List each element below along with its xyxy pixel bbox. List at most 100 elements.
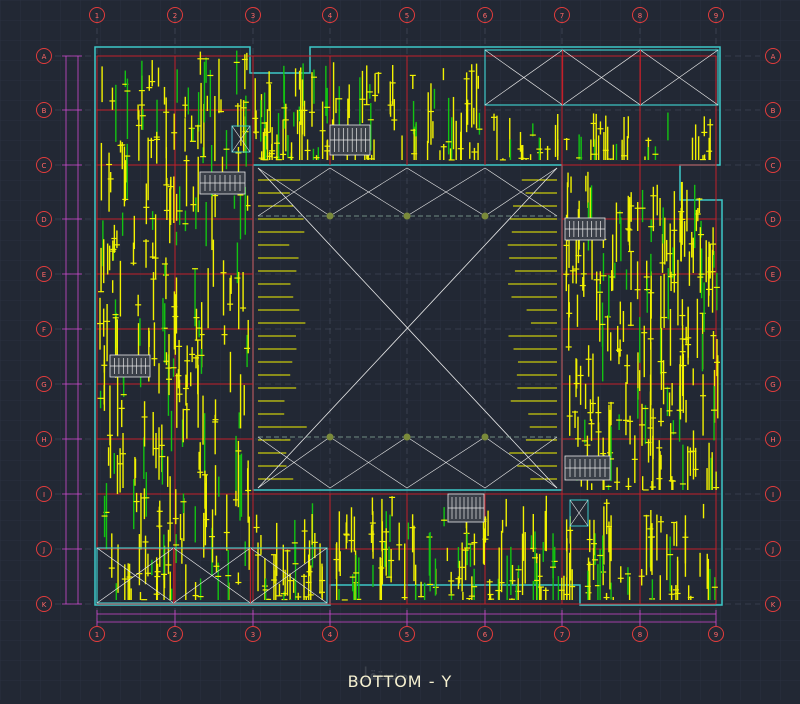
column-node [326, 433, 334, 441]
stair-blocks [109, 124, 611, 527]
col-marker-top-label: 2 [173, 12, 177, 20]
row-marker-left-circle [36, 596, 52, 612]
row-marker-left-circle [36, 431, 52, 447]
col-marker-bottom-circle [167, 626, 183, 642]
row-marker-left-circle [36, 102, 52, 118]
courtyard-brace [257, 436, 331, 489]
col-marker-bottom-circle [554, 626, 570, 642]
row-marker-left-circle [36, 376, 52, 392]
row-marker-left-label: B [42, 107, 47, 115]
col-marker-top-circle [708, 7, 724, 23]
col-marker-top-label: 4 [328, 12, 333, 20]
col-marker-bottom-label: 1 [95, 631, 99, 639]
row-marker-right-label: F [771, 326, 775, 334]
col-marker-bottom-label: 8 [638, 631, 642, 639]
row-marker-right-label: A [771, 53, 776, 61]
void-panel-bottom-left-x [96, 547, 174, 604]
column-node [481, 433, 489, 441]
shaft-frame [231, 125, 251, 153]
column-node [481, 212, 489, 220]
drawing-title: BOTTOM - Y [347, 672, 453, 691]
row-marker-right-circle [765, 596, 781, 612]
column-node [403, 433, 411, 441]
col-marker-top-label: 6 [483, 12, 488, 20]
courtyard-brace [329, 436, 408, 489]
col-marker-top-label: 5 [405, 12, 409, 20]
courtyard-brace [406, 436, 486, 489]
void-panel-bottom-left-frame [96, 547, 328, 604]
col-marker-bottom-circle [399, 626, 415, 642]
row-marker-left-label: G [41, 381, 46, 389]
row-marker-right-label: J [771, 546, 774, 554]
col-marker-bottom-circle [632, 626, 648, 642]
row-marker-left-label: J [42, 546, 45, 554]
shaft-frame [569, 499, 589, 527]
row-marker-left-label: F [42, 326, 46, 334]
courtyard-brace [257, 167, 331, 217]
shaft-x [569, 499, 589, 527]
row-marker-right-circle [765, 48, 781, 64]
col-marker-bottom-circle [477, 626, 493, 642]
row-marker-left-label: E [42, 271, 46, 279]
row-marker-right-circle [765, 102, 781, 118]
courtyard-brace [406, 167, 486, 217]
col-marker-bottom-circle [322, 626, 338, 642]
col-marker-bottom-circle [89, 626, 105, 642]
row-marker-right-circle [765, 211, 781, 227]
void-panel-top-right-x [562, 49, 641, 106]
dimension-lines [62, 55, 717, 626]
courtyard-brace [329, 167, 408, 217]
col-marker-bottom-circle [245, 626, 261, 642]
col-marker-top-circle [89, 7, 105, 23]
row-marker-left-circle [36, 157, 52, 173]
col-marker-top-circle [399, 7, 415, 23]
row-marker-right-circle [765, 321, 781, 337]
row-marker-right-circle [765, 486, 781, 502]
row-marker-left-circle [36, 266, 52, 282]
column-node [403, 212, 411, 220]
row-marker-right-circle [765, 376, 781, 392]
void-panel-top-right-frame [484, 49, 719, 106]
row-marker-right-label: I [772, 491, 774, 499]
col-marker-top-label: 9 [714, 12, 718, 20]
col-marker-top-label: 8 [638, 12, 642, 20]
row-marker-left-label: K [42, 601, 47, 609]
row-marker-right-circle [765, 431, 781, 447]
row-marker-right-label: B [771, 107, 776, 115]
col-marker-top-label: 3 [251, 12, 255, 20]
void-panel-top-right-x [640, 49, 719, 106]
row-marker-left-label: I [43, 491, 45, 499]
row-marker-right-circle [765, 157, 781, 173]
col-marker-top-circle [322, 7, 338, 23]
col-marker-top-circle [245, 7, 261, 23]
row-marker-left-label: H [41, 436, 46, 444]
row-marker-left-label: D [41, 216, 46, 224]
courtyard-diagonal-2 [257, 167, 558, 489]
col-marker-top-circle [554, 7, 570, 23]
rebar-annotations [97, 50, 721, 601]
col-marker-top-circle [632, 7, 648, 23]
row-marker-right-label: C [771, 162, 776, 170]
courtyard-brace [484, 167, 558, 217]
row-marker-right-label: G [770, 381, 775, 389]
void-panel-top-right-x [484, 49, 563, 106]
col-marker-bottom-label: 9 [714, 631, 718, 639]
courtyard-brace [484, 436, 558, 489]
row-marker-right-label: D [770, 216, 775, 224]
col-marker-top-label: 1 [95, 12, 99, 20]
col-marker-bottom-circle [708, 626, 724, 642]
row-marker-right-circle [765, 541, 781, 557]
void-panel-bottom-left-x [173, 547, 251, 604]
row-marker-left-circle [36, 541, 52, 557]
col-marker-bottom-label: 2 [173, 631, 177, 639]
row-marker-right-label: K [771, 601, 776, 609]
shaft-x [231, 125, 251, 153]
row-marker-left-label: C [42, 162, 47, 170]
watermark-text: مستقل [355, 664, 409, 685]
col-marker-top-circle [167, 7, 183, 23]
row-marker-left-circle [36, 321, 52, 337]
col-marker-top-circle [477, 7, 493, 23]
